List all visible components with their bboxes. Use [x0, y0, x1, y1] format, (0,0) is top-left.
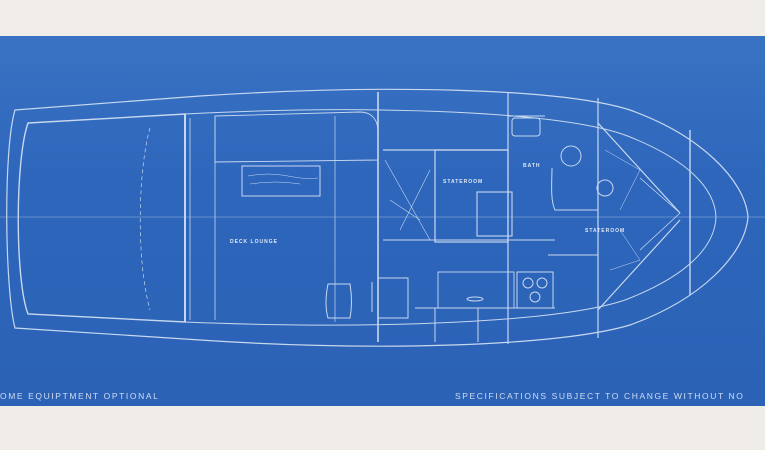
room-label-stateroom-aft: STATEROOM: [443, 179, 484, 185]
footer-specifications-note: SPECIFICATIONS SUBJECT TO CHANGE WITHOUT…: [455, 391, 745, 401]
blueprint-sheet: [0, 36, 765, 406]
room-label-stateroom-fwd: STATEROOM: [585, 228, 626, 234]
paper-margin-top: [0, 0, 765, 36]
room-label-deck-lounge: DECK LOUNGE: [230, 239, 278, 245]
footer-equipment-note: OME EQUIPTMENT OPTIONAL: [0, 391, 160, 401]
room-label-bath: BATH: [523, 163, 541, 169]
deck-plan-drawing: [0, 88, 765, 347]
paper-margin-bottom: [0, 406, 765, 450]
